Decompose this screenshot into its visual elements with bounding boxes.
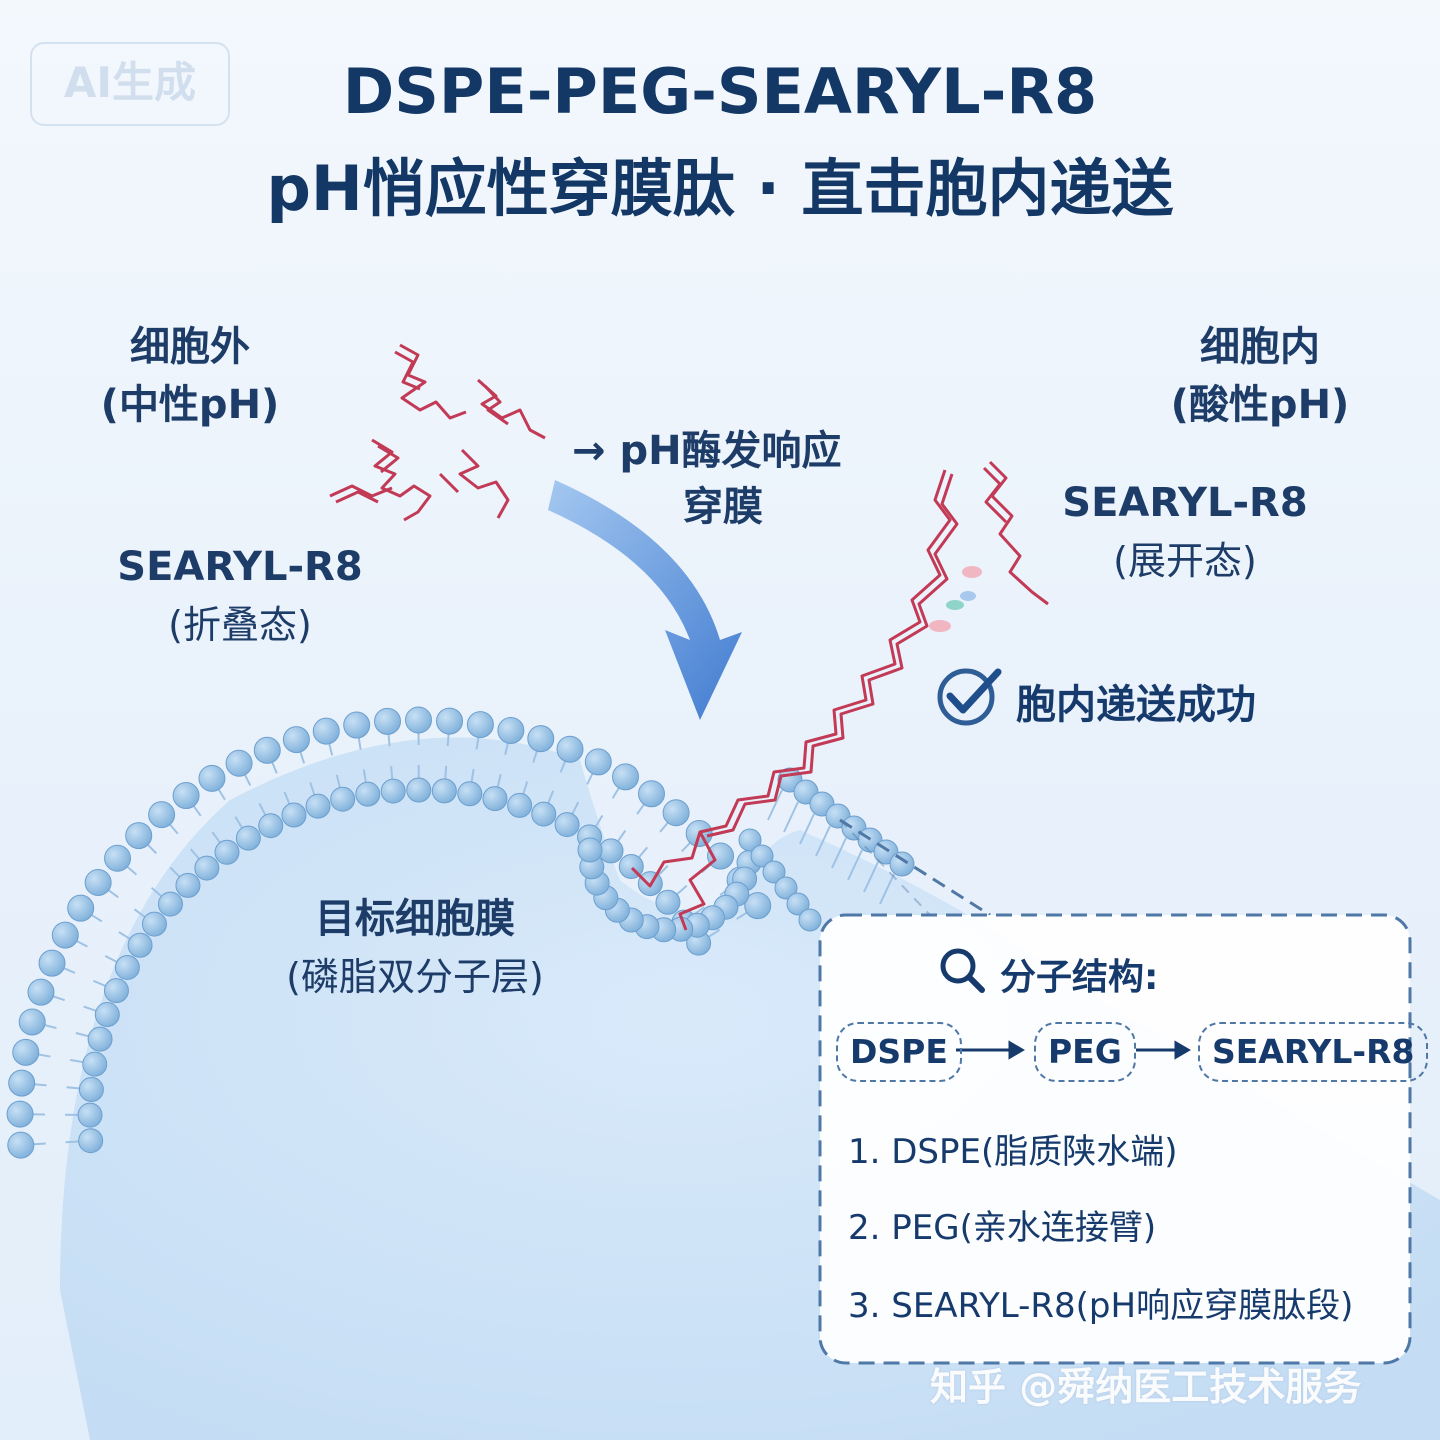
membrane-subtitle: (磷脂双分子层) [286,955,544,999]
extracellular-ph: (中性pH) [100,382,280,428]
unfolded-peptide-name: SEARYL-R8 [1062,480,1308,526]
penetration-arrow [548,480,742,720]
membrane-label: 目标细胞膜 (磷脂双分子层) [250,890,580,1006]
trigger-label: → pH酶发响应 [572,428,842,474]
source-watermark: 知乎 @舜纳医工技术服务 [930,1365,1362,1409]
intracellular-label: 细胞内 (酸性pH) [1130,318,1390,434]
phospholipid-bilayer [6,706,915,1159]
page-title: DSPE-PEG-SEARYL-R8 [342,55,1098,128]
membrane-title: 目标细胞膜 [315,896,515,942]
folded-peptide-cluster [329,343,546,522]
chip-dspe: DSPE [836,1022,962,1082]
chip-searyl-r8: SEARYL-R8 [1198,1022,1429,1082]
callout-connector [839,818,991,917]
trigger-label-2: 穿膜 [683,484,763,530]
unfolded-peptide-label: SEARYL-R8 (展开态) [1040,474,1330,590]
extracellular-label: 细胞外 (中性pH) [60,318,320,434]
callout-connector-2 [839,819,931,916]
folded-peptide-state: (折叠态) [168,603,312,647]
intracellular-ph: (酸性pH) [1170,382,1350,428]
check-circle-icon [937,668,1002,726]
unfolded-peptide-chain [630,460,1049,931]
unfolded-peptide-state: (展开态) [1113,539,1257,583]
structure-item-3: 3. SEARYL-R8(pH响应穿膜肽段) [848,1286,1354,1326]
panel-title: 分子结构: [1000,957,1159,998]
structure-panel [818,913,1412,1365]
chip-peg: PEG [1034,1022,1136,1082]
folded-peptide-label: SEARYL-R8 (折叠态) [100,538,380,654]
structure-item-1: 1. DSPE(脂质陕水端) [848,1132,1178,1172]
folded-peptide-name: SEARYL-R8 [117,544,363,590]
intracellular-title: 细胞内 [1200,324,1320,370]
delivery-success-label: 胞内递送成功 [1016,682,1256,728]
ai-generated-watermark: AI生成 [30,42,230,126]
chip-arrows [956,1040,1191,1060]
peptide-fragments [929,566,982,632]
search-icon [940,948,985,993]
extracellular-title: 细胞外 [130,324,250,370]
page-subtitle: pH悄应性穿膜肽 · 直击胞内递送 [266,152,1174,225]
structure-item-2: 2. PEG(亲水连接臂) [848,1208,1157,1248]
